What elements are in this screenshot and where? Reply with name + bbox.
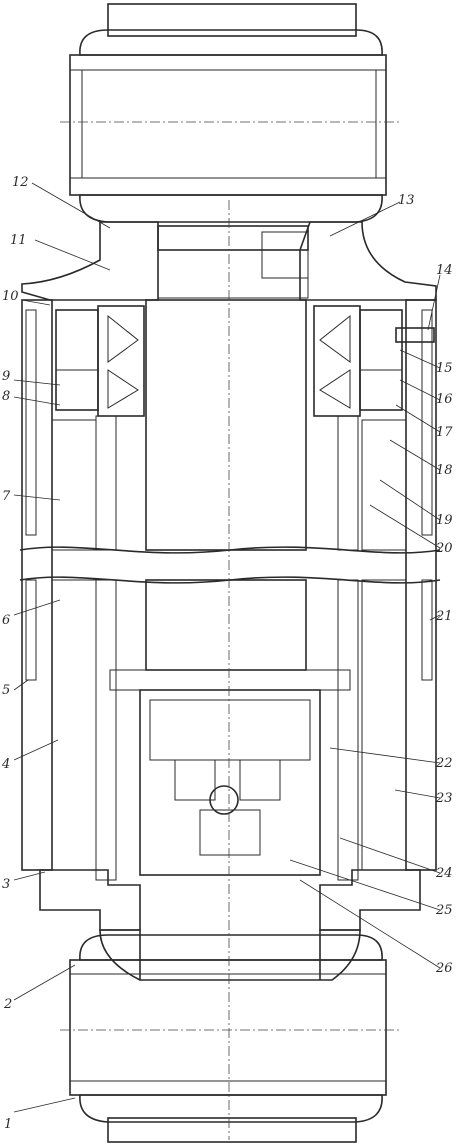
callout-4: 4 bbox=[1, 757, 10, 772]
right-seal-housing bbox=[359, 309, 403, 411]
callout-21: 21 bbox=[435, 609, 453, 624]
callout-15: 15 bbox=[436, 361, 453, 376]
upper-cavity bbox=[157, 249, 309, 299]
bottom-tyre-upper-bead bbox=[79, 934, 383, 961]
callout-7: 7 bbox=[2, 489, 11, 504]
callout-2: 2 bbox=[3, 997, 12, 1012]
part-25-seal bbox=[199, 809, 261, 856]
callout-22: 22 bbox=[435, 756, 453, 771]
break-line-bottom bbox=[19, 576, 441, 584]
top-tyre-bead bbox=[79, 29, 383, 56]
left-tube-lower bbox=[95, 579, 117, 881]
callout-9: 9 bbox=[2, 369, 10, 384]
upper-hub-right bbox=[299, 221, 437, 301]
upper-bearing-cap bbox=[157, 225, 309, 251]
callout-8: 8 bbox=[2, 389, 10, 404]
left-seal-part-9 bbox=[55, 369, 99, 411]
bearing-cage-left bbox=[174, 759, 216, 801]
callout-10: 10 bbox=[2, 289, 19, 304]
left-seal-housing bbox=[55, 309, 99, 411]
callout-17: 17 bbox=[436, 425, 453, 440]
callout-6: 6 bbox=[2, 613, 10, 628]
callout-13: 13 bbox=[398, 193, 415, 208]
right-tube-lower bbox=[337, 579, 359, 881]
bottom-rim-flange-bottom bbox=[69, 1080, 387, 1096]
callout-25: 25 bbox=[435, 903, 453, 918]
right-stator-upper bbox=[361, 419, 407, 551]
top-rim-flange-top bbox=[69, 54, 387, 71]
housing-right-skin-top bbox=[421, 309, 433, 536]
housing-right-skin-bottom bbox=[421, 579, 433, 681]
callout-19: 19 bbox=[436, 513, 453, 528]
part-13-bolt bbox=[261, 231, 309, 279]
callout-1: 1 bbox=[4, 1117, 12, 1132]
callout-11: 11 bbox=[10, 233, 27, 248]
lower-right-flange bbox=[319, 869, 421, 931]
lower-bearing-assembly bbox=[39, 669, 421, 981]
central-shaft bbox=[145, 299, 307, 671]
top-wheel bbox=[69, 3, 387, 223]
left-tube-upper bbox=[95, 415, 117, 551]
leader-lines bbox=[13, 182, 441, 1113]
top-rim-flange-bottom bbox=[69, 177, 387, 196]
callout-24: 24 bbox=[435, 866, 453, 881]
bearing-cage-right bbox=[239, 759, 281, 801]
callout-18: 18 bbox=[436, 463, 453, 478]
housing-left-skin-top bbox=[25, 309, 37, 536]
right-upper-bearing-race bbox=[313, 305, 361, 417]
left-stator-core bbox=[51, 579, 97, 871]
shaft-lower bbox=[145, 579, 307, 671]
right-stator-core bbox=[361, 579, 407, 871]
upper-bearings bbox=[55, 305, 435, 417]
bottom-wheel bbox=[69, 934, 387, 1143]
top-tyre-lower-bead bbox=[79, 194, 383, 223]
part-14-plug bbox=[395, 327, 435, 343]
callout-26: 26 bbox=[435, 961, 453, 976]
callout-20: 20 bbox=[435, 541, 453, 556]
right-tube-upper bbox=[337, 415, 359, 551]
upper-hub-left bbox=[21, 221, 159, 301]
callout-12: 12 bbox=[12, 175, 29, 190]
right-seal-part-17 bbox=[359, 369, 403, 411]
left-upper-bearing-race bbox=[97, 305, 145, 417]
left-roller-1 bbox=[107, 314, 139, 363]
left-stator-upper bbox=[51, 419, 97, 551]
top-tyre-outer bbox=[107, 3, 357, 37]
shaft-upper bbox=[145, 299, 307, 551]
lower-bearing-cup bbox=[139, 689, 321, 876]
lower-bearing-race bbox=[149, 699, 311, 761]
left-roller-2 bbox=[107, 369, 139, 409]
break-line-top bbox=[19, 546, 441, 554]
shaft-end-cap bbox=[109, 669, 351, 691]
callout-23: 23 bbox=[435, 791, 453, 806]
callout-3: 3 bbox=[2, 877, 10, 892]
callout-14: 14 bbox=[436, 263, 453, 278]
top-rim bbox=[69, 54, 387, 196]
lower-hub-neck bbox=[99, 929, 361, 981]
bottom-rim-flange-top bbox=[69, 959, 387, 975]
callout-5: 5 bbox=[2, 683, 10, 698]
callout-labels: 1 2 3 4 5 6 7 8 9 10 11 12 13 14 15 16 1… bbox=[1, 175, 453, 1132]
top-rim-inner bbox=[81, 69, 377, 179]
right-roller-2 bbox=[319, 369, 351, 409]
bottom-tyre-outer bbox=[107, 1117, 357, 1143]
lower-left-flange bbox=[39, 869, 141, 931]
housing-left-skin-bottom bbox=[25, 579, 37, 681]
right-roller-1 bbox=[319, 314, 351, 363]
callout-16: 16 bbox=[436, 392, 453, 407]
